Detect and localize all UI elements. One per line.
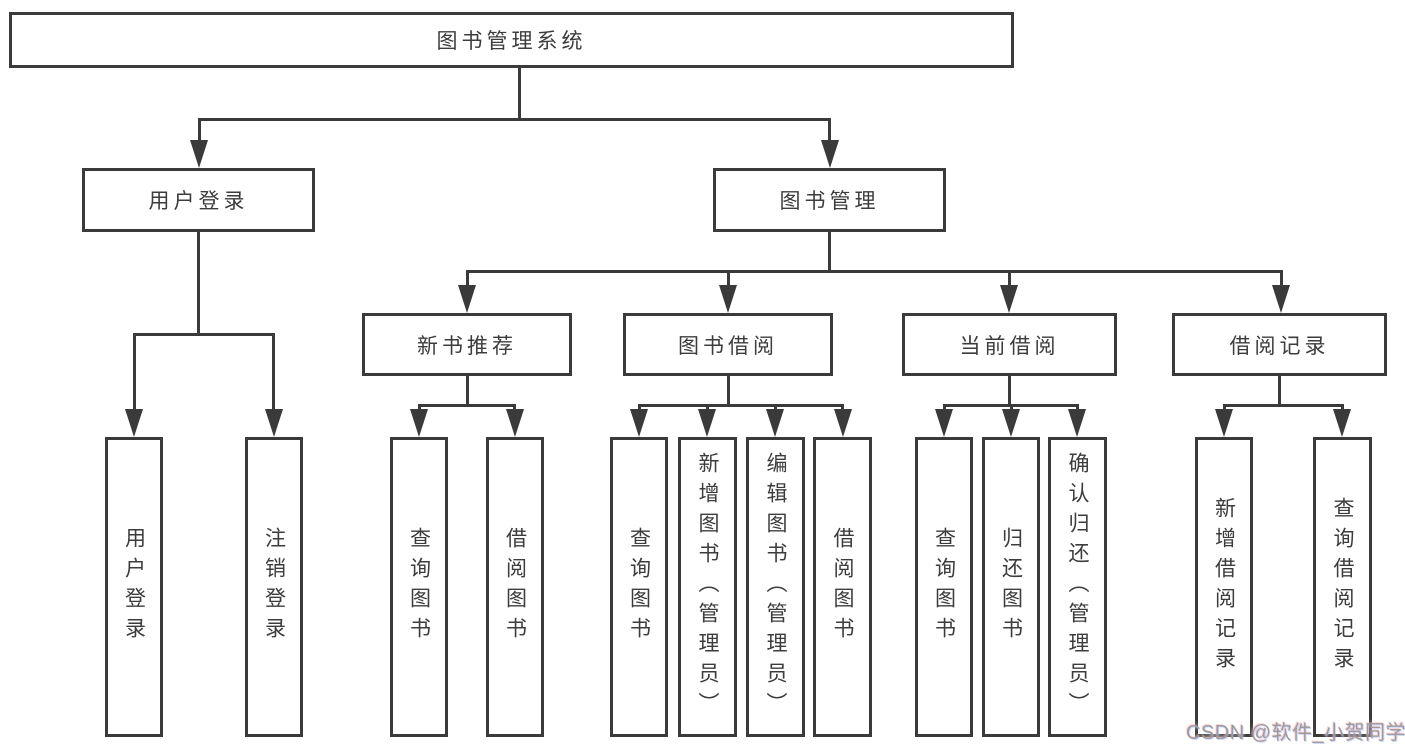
leaf-cb-confirm-return-admin-label: 确认归还（管理员） xyxy=(1066,452,1089,722)
connector-drop-borrow-records xyxy=(1280,270,1283,287)
leaf-logout: 注销登录 xyxy=(245,437,303,737)
node-book-borrowing: 图书借阅 xyxy=(623,313,833,376)
connector-level3-branch xyxy=(466,270,1282,273)
leaf-bb-add-books-admin: 新增图书（管理员） xyxy=(678,437,737,737)
connector-borrow-records-branch xyxy=(1223,404,1343,407)
node-book-management: 图书管理 xyxy=(713,168,946,232)
arrow-new-book-rec-icon xyxy=(458,285,476,313)
arrow-book-mgmt-icon xyxy=(821,140,839,168)
arrow-rec-borrow-icon xyxy=(506,409,524,437)
arrow-borrow-records-icon xyxy=(1272,285,1290,313)
connector-drop-new-book-rec xyxy=(466,270,469,287)
arrow-rec-query-icon xyxy=(410,409,428,437)
arrow-cb-return-icon xyxy=(1002,409,1020,437)
leaf-bb-add-books-admin-label: 新增图书（管理员） xyxy=(696,452,719,722)
connector-borrow-records-stem xyxy=(1278,376,1281,406)
connector-user-login-branch xyxy=(133,333,275,336)
connector-drop-cb-return xyxy=(1010,404,1013,412)
connector-drop-leaf-logout xyxy=(272,333,275,411)
connector-book-borrow-stem xyxy=(727,376,730,406)
leaf-bb-edit-books-admin: 编辑图书（管理员） xyxy=(746,437,805,737)
connector-drop-cb-query xyxy=(943,404,946,412)
leaf-br-query-record: 查询借阅记录 xyxy=(1313,437,1372,737)
leaf-br-add-record-label: 新增借阅记录 xyxy=(1212,497,1236,677)
arrow-leaf-logout-icon xyxy=(265,409,283,437)
leaf-user-login-label: 用户登录 xyxy=(122,527,146,647)
leaf-br-add-record: 新增借阅记录 xyxy=(1195,437,1253,737)
csdn-watermark: CSDN @软件_小贺同学 xyxy=(1186,722,1405,744)
arrow-cb-confirm-icon xyxy=(1068,409,1086,437)
leaf-bb-borrow-books-label: 借阅图书 xyxy=(831,527,854,647)
arrow-cb-query-icon xyxy=(935,409,953,437)
connector-drop-user-login xyxy=(198,118,201,142)
leaf-rec-borrow-books-label: 借阅图书 xyxy=(503,527,527,647)
arrow-current-borrow-icon xyxy=(1000,285,1018,313)
arrow-br-add-icon xyxy=(1215,409,1233,437)
connector-drop-br-add xyxy=(1223,404,1226,412)
arrow-book-borrow-icon xyxy=(719,285,737,313)
connector-new-book-rec-stem xyxy=(466,376,469,406)
leaf-bb-query-books-label: 查询图书 xyxy=(627,527,651,647)
connector-current-borrow-stem xyxy=(1008,376,1011,406)
leaf-bb-query-books: 查询图书 xyxy=(610,437,668,737)
connector-book-borrow-branch xyxy=(638,404,844,407)
node-user-login: 用户登录 xyxy=(82,168,315,232)
arrow-bb-add-icon xyxy=(698,409,716,437)
node-library-management-system: 图书管理系统 xyxy=(9,12,1014,68)
connector-drop-book-mgmt xyxy=(828,118,831,142)
connector-drop-bb-borrow xyxy=(841,404,844,412)
connector-drop-bb-query xyxy=(638,404,641,412)
connector-drop-book-borrow xyxy=(727,270,730,287)
connector-drop-br-query xyxy=(1341,404,1344,412)
connector-drop-rec-query xyxy=(418,404,421,412)
arrow-leaf-user-login-icon xyxy=(125,409,143,437)
leaf-cb-return-books: 归还图书 xyxy=(982,437,1040,737)
leaf-cb-confirm-return-admin: 确认归还（管理员） xyxy=(1048,437,1107,737)
connector-drop-current-borrow xyxy=(1008,270,1011,287)
arrow-br-query-icon xyxy=(1333,409,1351,437)
connector-root-stem xyxy=(518,68,521,120)
leaf-logout-label: 注销登录 xyxy=(262,527,286,647)
leaf-bb-edit-books-admin-label: 编辑图书（管理员） xyxy=(764,452,787,722)
leaf-cb-return-books-label: 归还图书 xyxy=(999,527,1023,647)
connector-user-login-stem xyxy=(197,232,200,335)
node-borrow-records: 借阅记录 xyxy=(1172,313,1387,376)
arrow-bb-query-icon xyxy=(630,409,648,437)
connector-drop-rec-borrow xyxy=(513,404,516,412)
node-new-book-recommend: 新书推荐 xyxy=(362,313,572,376)
node-current-borrowing: 当前借阅 xyxy=(902,313,1117,376)
leaf-user-login: 用户登录 xyxy=(105,437,163,737)
leaf-bb-borrow-books: 借阅图书 xyxy=(813,437,872,737)
arrow-bb-edit-icon xyxy=(766,409,784,437)
connector-book-mgmt-stem xyxy=(828,232,831,272)
leaf-rec-query-books: 查询图书 xyxy=(390,437,448,737)
leaf-rec-query-books-label: 查询图书 xyxy=(407,527,431,647)
leaf-rec-borrow-books: 借阅图书 xyxy=(486,437,544,737)
connector-drop-leaf-user-login xyxy=(133,333,136,411)
connector-level1-branch xyxy=(198,118,831,121)
arrow-bb-borrow-icon xyxy=(834,409,852,437)
connector-drop-cb-confirm xyxy=(1076,404,1079,412)
leaf-cb-query-books-label: 查询图书 xyxy=(932,527,956,647)
arrow-user-login-icon xyxy=(190,140,208,168)
connector-drop-bb-add xyxy=(706,404,709,412)
leaf-br-query-record-label: 查询借阅记录 xyxy=(1331,497,1354,677)
leaf-cb-query-books: 查询图书 xyxy=(915,437,973,737)
connector-new-book-rec-branch xyxy=(418,404,516,407)
connector-drop-bb-edit xyxy=(774,404,777,412)
